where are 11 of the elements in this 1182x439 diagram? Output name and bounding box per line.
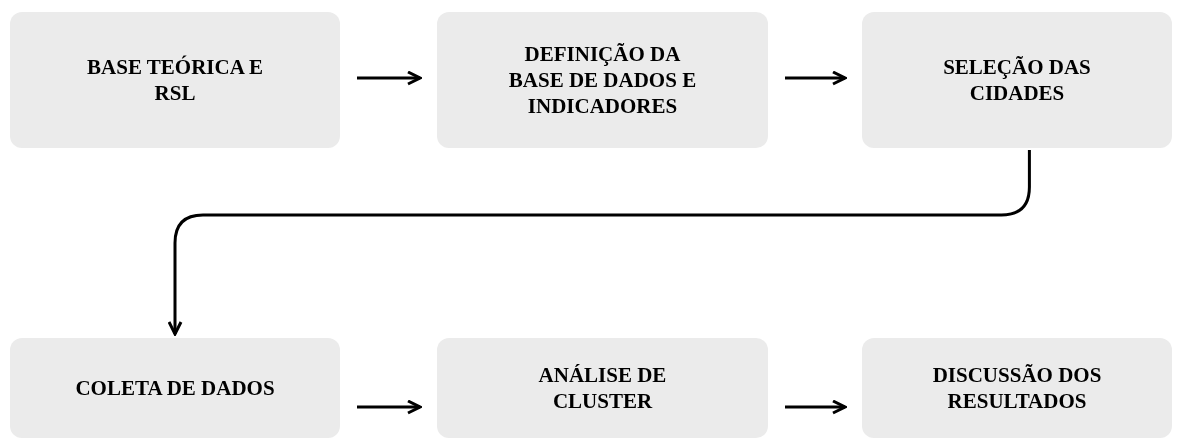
arrow [785, 399, 847, 415]
box-label: ANÁLISE DE CLUSTER [537, 362, 668, 414]
arrow [167, 150, 1031, 336]
box-label: DISCUSSÃO DOS RESULTADOS [931, 362, 1103, 414]
box-label: DEFINIÇÃO DA BASE DE DADOS E INDICADORES [507, 41, 698, 119]
arrow [785, 70, 847, 86]
box-label: SELEÇÃO DAS CIDADES [942, 54, 1092, 106]
arrow [357, 399, 422, 415]
box-label: COLETA DE DADOS [75, 375, 275, 401]
box-label: BASE TEÓRICA E RSL [86, 54, 264, 106]
arrow [357, 70, 422, 86]
